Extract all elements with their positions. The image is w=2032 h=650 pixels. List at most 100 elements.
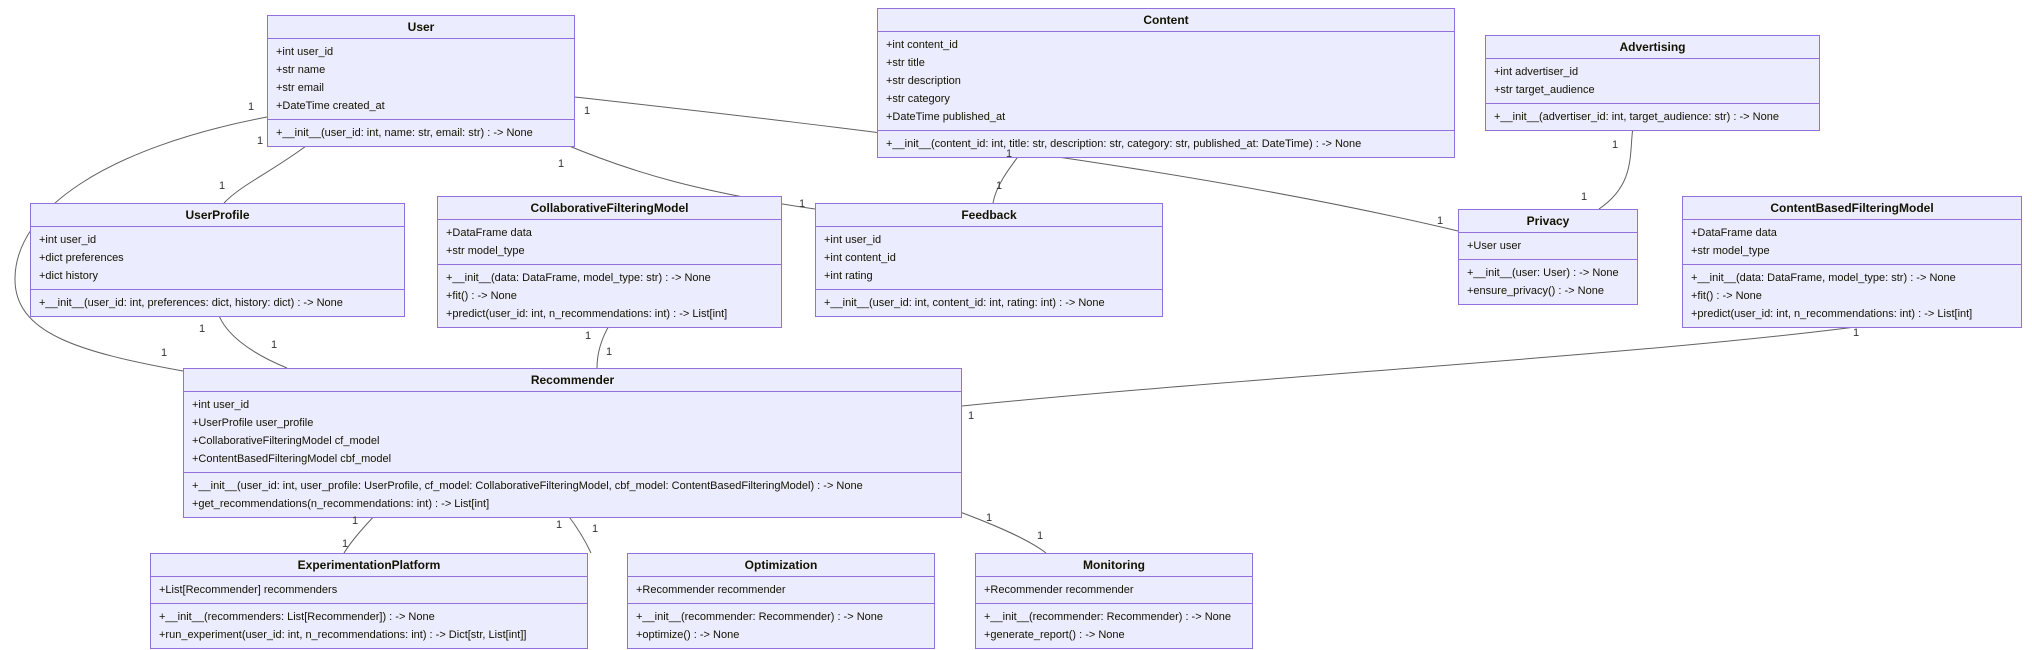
edge-recommender-contentbasedfilteringmodel — [961, 323, 1879, 407]
method-row: +__init__(advertiser_id: int, target_aud… — [1494, 111, 1779, 123]
class-title-recommender: Recommender — [184, 369, 961, 392]
edge-userprofile-recommender — [217, 312, 288, 369]
class-attributes-monitoring: +Recommender recommender — [976, 577, 1252, 604]
class-attributes-experimentationplatform: +List[Recommender] recommenders — [151, 577, 587, 604]
attribute-row: +str name — [276, 64, 326, 76]
mult-user-userprofile-to: 1 — [219, 180, 226, 192]
class-title-advertising: Advertising — [1486, 36, 1819, 59]
attribute-row: +DateTime created_at — [276, 100, 385, 112]
class-box-userprofile: UserProfile +int user_id+dict preference… — [30, 203, 405, 317]
edge-advertising-privacy — [1598, 126, 1634, 210]
attribute-row: +str model_type — [1691, 245, 1770, 257]
class-methods-experimentationplatform: +__init__(recommenders: List[Recommender… — [151, 604, 587, 648]
method-row: +get_recommendations(n_recommendations: … — [192, 498, 490, 510]
mult-content-feedback-to: 1 — [996, 180, 1003, 192]
class-box-feedback: Feedback +int user_id+int content_id+int… — [815, 203, 1163, 317]
mult-user-privacy-from: 1 — [584, 105, 591, 117]
class-box-advertising: Advertising +int advertiser_id +str targe… — [1485, 35, 1820, 131]
method-row: +run_experiment(user_id: int, n_recommen… — [159, 629, 527, 641]
method-row: +optimize() : -> None — [636, 629, 740, 641]
attribute-row: +CollaborativeFilteringModel cf_model — [192, 435, 380, 447]
mult-user-feedback-to: 1 — [799, 198, 806, 210]
mult-user-recommender-to: 1 — [161, 347, 168, 359]
class-box-contentbasedfilteringmodel: ContentBasedFilteringModel +DataFrame da… — [1682, 196, 2022, 328]
class-box-privacy: Privacy +User user +__init__(user: User)… — [1458, 209, 1638, 305]
mult-recommender-experimentationplatform-from: 1 — [352, 515, 359, 527]
method-row: +__init__(recommender: Recommender) : ->… — [636, 611, 884, 623]
mult-recommender-monitoring-to: 1 — [1037, 530, 1044, 542]
class-attributes-content: +int content_id+str title+str descriptio… — [878, 32, 1454, 131]
class-methods-recommender: +__init__(user_id: int, user_profile: Us… — [184, 473, 961, 517]
method-row: +__init__(user_id: int, preferences: dic… — [39, 297, 343, 309]
edge-recommender-optimization — [566, 513, 592, 554]
attribute-row: +str category — [886, 93, 950, 105]
class-methods-user: +__init__(user_id: int, name: str, email… — [268, 120, 574, 146]
attribute-row: +int advertiser_id — [1494, 66, 1579, 78]
class-attributes-user: +int user_id+str name+str email+DateTime… — [268, 39, 574, 120]
attribute-row: +dict preferences — [39, 252, 124, 264]
mult-recommender-contentbasedfilteringmodel-to: 1 — [1853, 327, 1860, 339]
class-attributes-recommender: +int user_id+UserProfile user_profile+Co… — [184, 392, 961, 473]
class-box-content: Content +int content_id+str title+str de… — [877, 8, 1455, 158]
mult-user-feedback-from: 1 — [558, 158, 565, 170]
mult-collaborativefilteringmodel-recommender-from: 1 — [585, 330, 592, 342]
class-attributes-optimization: +Recommender recommender — [628, 577, 934, 604]
mult-user-userprofile-from: 1 — [257, 135, 264, 147]
attribute-row: +DataFrame data — [1691, 227, 1777, 239]
mult-advertising-privacy-to: 1 — [1581, 191, 1588, 203]
method-row: +generate_report() : -> None — [984, 629, 1125, 641]
class-attributes-advertising: +int advertiser_id +str target_audience — [1486, 59, 1819, 104]
class-box-optimization: Optimization +Recommender recommender +_… — [627, 553, 935, 649]
mult-content-feedback-from: 1 — [1006, 148, 1013, 160]
attribute-row: +User user — [1467, 240, 1522, 252]
method-row: +predict(user_id: int, n_recommendations… — [446, 308, 728, 320]
method-row: +predict(user_id: int, n_recommendations… — [1691, 308, 1973, 320]
class-box-user: User +int user_id+str name+str email+Dat… — [267, 15, 575, 147]
edge-user-recommender — [14, 116, 268, 372]
mult-recommender-contentbasedfilteringmodel-from: 1 — [968, 410, 975, 422]
attribute-row: +str model_type — [446, 245, 525, 257]
class-title-feedback: Feedback — [816, 204, 1162, 227]
method-row: +__init__(user: User) : -> None — [1467, 267, 1619, 279]
method-row: +__init__(data: DataFrame, model_type: s… — [446, 272, 711, 284]
method-row: +__init__(user_id: int, user_profile: Us… — [192, 480, 863, 492]
class-title-privacy: Privacy — [1459, 210, 1637, 233]
class-box-experimentationplatform: ExperimentationPlatform +List[Recommende… — [150, 553, 588, 649]
class-methods-monitoring: +__init__(recommender: Recommender) : ->… — [976, 604, 1252, 648]
attribute-row: +int user_id — [192, 399, 250, 411]
edge-content-feedback — [992, 153, 1021, 204]
class-attributes-privacy: +User user — [1459, 233, 1637, 260]
mult-collaborativefilteringmodel-recommender-to: 1 — [606, 346, 613, 358]
method-row: +ensure_privacy() : -> None — [1467, 285, 1604, 297]
class-attributes-feedback: +int user_id+int content_id+int rating — [816, 227, 1162, 290]
mult-recommender-optimization-from: 1 — [556, 519, 563, 531]
attribute-row: +Recommender recommender — [636, 584, 786, 596]
attribute-row: +int content_id — [824, 252, 896, 264]
method-row: +__init__(content_id: int, title: str, d… — [886, 138, 1362, 150]
attribute-row: +int user_id — [824, 234, 882, 246]
mult-user-recommender-from: 1 — [248, 101, 255, 113]
method-row: +fit() : -> None — [1691, 290, 1762, 302]
attribute-row: +List[Recommender] recommenders — [159, 584, 338, 596]
mult-recommender-optimization-to: 1 — [592, 523, 599, 535]
mult-recommender-experimentationplatform-to: 1 — [342, 538, 349, 550]
class-attributes-collaborativefilteringmodel: +DataFrame data +str model_type — [438, 220, 781, 265]
attribute-row: +str target_audience — [1494, 84, 1595, 96]
class-attributes-userprofile: +int user_id+dict preferences+dict histo… — [31, 227, 404, 290]
mult-userprofile-recommender-from: 1 — [199, 323, 206, 335]
class-title-contentbasedfilteringmodel: ContentBasedFilteringModel — [1683, 197, 2021, 220]
class-methods-userprofile: +__init__(user_id: int, preferences: dic… — [31, 290, 404, 316]
class-title-monitoring: Monitoring — [976, 554, 1252, 577]
attribute-row: +DataFrame data — [446, 227, 532, 239]
mult-userprofile-recommender-to: 1 — [271, 339, 278, 351]
attribute-row: +int content_id — [886, 39, 958, 51]
class-title-content: Content — [878, 9, 1454, 32]
attribute-row: +Recommender recommender — [984, 584, 1134, 596]
class-methods-collaborativefilteringmodel: +__init__(data: DataFrame, model_type: s… — [438, 265, 781, 327]
edge-recommender-monitoring — [959, 511, 1047, 554]
method-row: +__init__(recommenders: List[Recommender… — [159, 611, 435, 623]
class-title-userprofile: UserProfile — [31, 204, 404, 227]
attribute-row: +int user_id — [276, 46, 334, 58]
attribute-row: +str description — [886, 75, 961, 87]
